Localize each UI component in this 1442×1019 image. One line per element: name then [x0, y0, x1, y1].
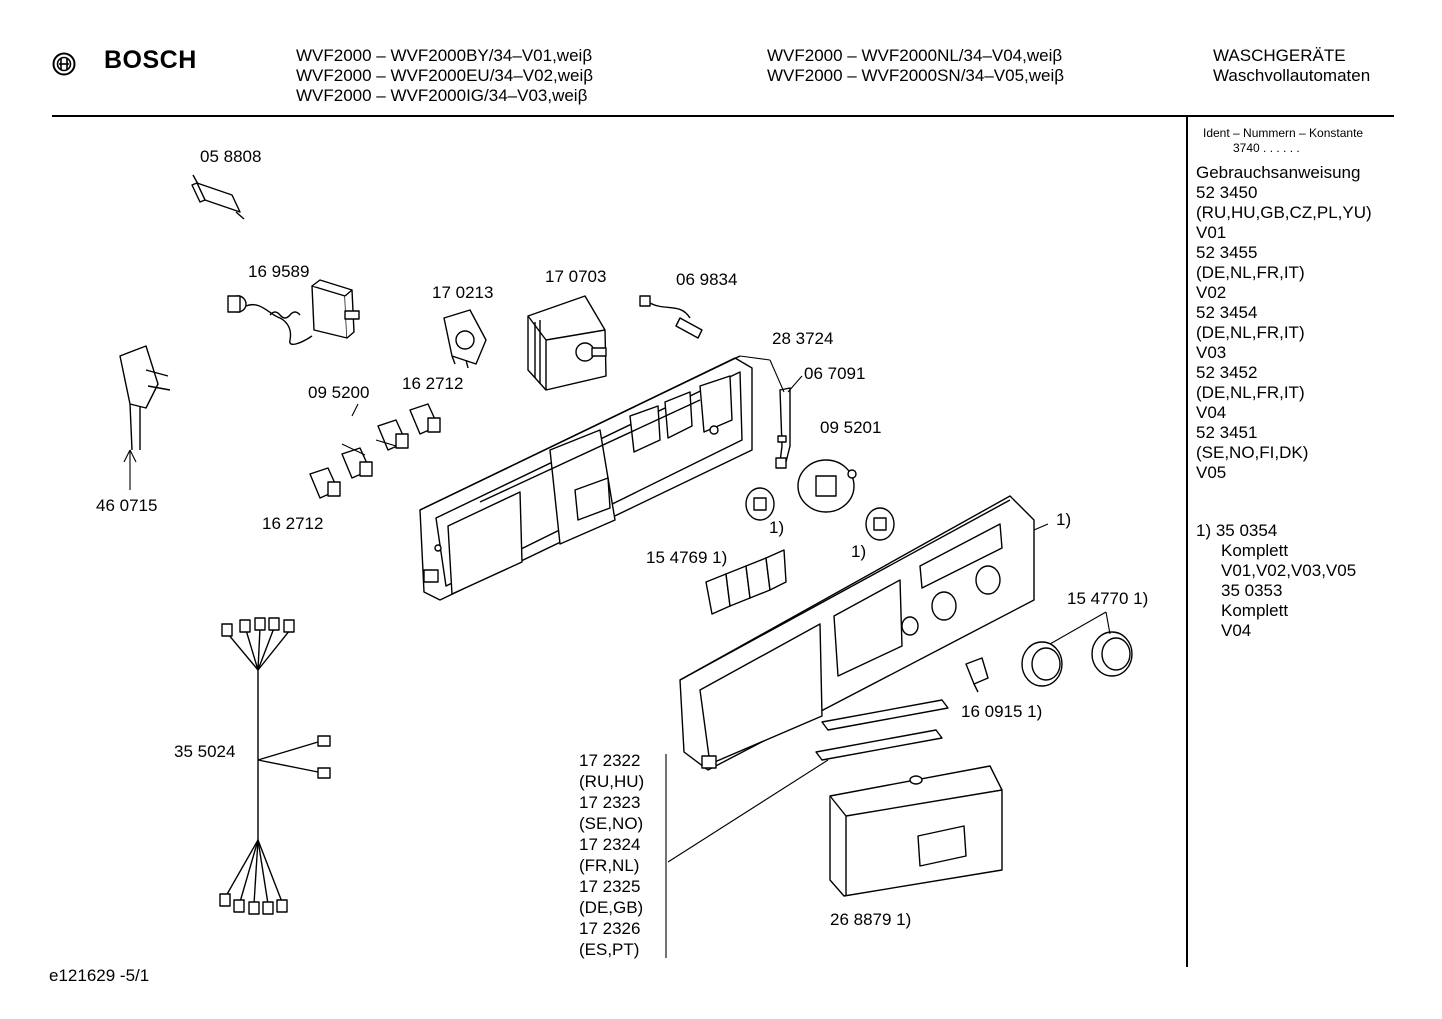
push-button-switches-part — [309, 403, 441, 499]
manual-line: 52 3451 — [1196, 423, 1258, 442]
part-label: 46 0715 — [96, 496, 158, 515]
dispenser-handle-part — [829, 765, 1003, 897]
manual-line: Gebrauchsanweisung — [1196, 163, 1361, 182]
manual-line: (RU,HU,GB,CZ,PL,YU) — [1196, 203, 1372, 222]
manual-line: V04 — [1196, 403, 1227, 422]
part-label: 35 5024 — [174, 742, 236, 761]
leader-lines — [123, 355, 1111, 958]
manual-line: V01 — [1196, 223, 1227, 242]
model-line: WVF2000 – WVF2000BY/34–V01,weiβ — [296, 46, 593, 65]
part-label: 15 4770 1) — [1067, 589, 1149, 608]
part-label: 16 0915 1) — [961, 702, 1043, 721]
model-line: WVF2000 – WVF2000NL/34–V04,weiβ — [767, 46, 1063, 65]
model-list-right: WVF2000 – WVF2000NL/34–V04,weiβ WVF2000 … — [767, 46, 1064, 86]
manual-list: Gebrauchsanweisung 52 3450 (RU,HU,GB,CZ,… — [1196, 163, 1372, 483]
insert-variant-line: 17 2326 — [579, 919, 641, 938]
indicator-lamp-part — [965, 657, 989, 693]
manual-line: 52 3452 — [1196, 363, 1258, 382]
rotary-knob-part — [1021, 631, 1133, 687]
part-label: 16 2712 — [262, 514, 324, 533]
manual-line: (DE,NL,FR,IT) — [1196, 323, 1305, 342]
header-divider — [52, 115, 1394, 117]
manual-line: (SE,NO,FI,DK) — [1196, 443, 1309, 462]
dial-plate-part — [797, 459, 857, 513]
control-panel-frame-part — [419, 355, 753, 601]
ident-value: 3740 . . . . . . — [1233, 141, 1300, 155]
insert-variant-line: (FR,NL) — [579, 856, 640, 875]
category-block: WASCHGERÄTE Waschvollautomaten — [1213, 46, 1370, 86]
insert-variant-line: (ES,PT) — [579, 940, 640, 959]
bosch-logo-icon — [52, 52, 76, 76]
part-label: 1) — [1056, 510, 1072, 529]
bracket-part — [775, 387, 791, 469]
insert-variant-line: (RU,HU) — [579, 772, 645, 791]
knob-coupling-part — [745, 487, 895, 541]
category-title: WASCHGERÄTE — [1213, 46, 1346, 65]
insert-variant-line: 17 2325 — [579, 877, 641, 896]
mains-plug-part — [119, 345, 171, 451]
thermostat-part — [227, 279, 360, 346]
manual-line: 52 3450 — [1196, 183, 1258, 202]
manual-line: (DE,NL,FR,IT) — [1196, 263, 1305, 282]
insert-strip-part — [815, 699, 949, 761]
part-label: 15 4769 1) — [646, 548, 728, 567]
insert-variant-line: 17 2323 — [579, 793, 641, 812]
part-label: 1) — [851, 542, 867, 561]
insert-variant-line: 17 2324 — [579, 835, 641, 854]
insert-variant-line: (DE,GB) — [579, 898, 644, 917]
manual-line: V02 — [1196, 283, 1227, 302]
part-label: 1) — [769, 518, 785, 537]
manual-line: V03 — [1196, 343, 1227, 362]
model-list-left: WVF2000 – WVF2000BY/34–V01,weiβ WVF2000 … — [296, 46, 593, 106]
part-label: 28 3724 — [772, 329, 834, 348]
wiring-harness-part — [219, 617, 331, 915]
part-label: 16 2712 — [402, 374, 464, 393]
insert-variant-line: (SE,NO) — [579, 814, 644, 833]
manual-line: (DE,NL,FR,IT) — [1196, 383, 1305, 402]
part-label: 05 8808 — [200, 147, 262, 166]
footnote-line: V04 — [1221, 621, 1252, 640]
manual-line: 52 3455 — [1196, 243, 1258, 262]
part-label: 17 0213 — [432, 283, 494, 302]
sidebar-divider — [1186, 117, 1188, 967]
capacitor-part — [191, 174, 245, 220]
programmer-part — [527, 295, 607, 391]
document-id: e121629 -5/1 — [49, 966, 150, 985]
part-label: 16 9589 — [248, 262, 310, 281]
footnote-list: 1) 35 0354 Komplett V01,V02,V03,V05 35 0… — [1196, 521, 1356, 641]
footnote-line: 35 0353 — [1221, 581, 1283, 600]
ident-label: Ident – Nummern – Konstante — [1203, 126, 1364, 140]
model-line: WVF2000 – WVF2000EU/34–V02,weiβ — [296, 66, 594, 85]
part-label: 09 5200 — [308, 383, 370, 402]
model-line: WVF2000 – WVF2000IG/34–V03,weiβ — [296, 86, 588, 105]
insert-variant-line: 17 2322 — [579, 751, 641, 770]
part-label: 09 5201 — [820, 418, 882, 437]
switch-part — [443, 309, 487, 369]
cable-part — [639, 295, 703, 339]
front-fascia-part — [679, 495, 1035, 771]
footnote-line: Komplett — [1221, 541, 1289, 560]
footnote-line: 1) 35 0354 — [1196, 521, 1278, 540]
model-line: WVF2000 – WVF2000SN/34–V05,weiβ — [767, 66, 1065, 85]
button-keys-part — [705, 549, 787, 615]
part-label: 06 7091 — [804, 364, 866, 383]
part-label: 26 8879 1) — [830, 910, 912, 929]
part-label: 06 9834 — [676, 270, 738, 289]
manual-line: 52 3454 — [1196, 303, 1258, 322]
footnote-line: V01,V02,V03,V05 — [1221, 561, 1357, 580]
insert-variant-list: 17 2322 (RU,HU) 17 2323 (SE,NO) 17 2324 … — [579, 750, 644, 960]
brand-name: BOSCH — [104, 46, 197, 74]
part-label: 17 0703 — [545, 267, 607, 286]
footnote-line: Komplett — [1221, 601, 1289, 620]
manual-line: V05 — [1196, 463, 1227, 482]
subcategory-title: Waschvollautomaten — [1213, 66, 1371, 85]
